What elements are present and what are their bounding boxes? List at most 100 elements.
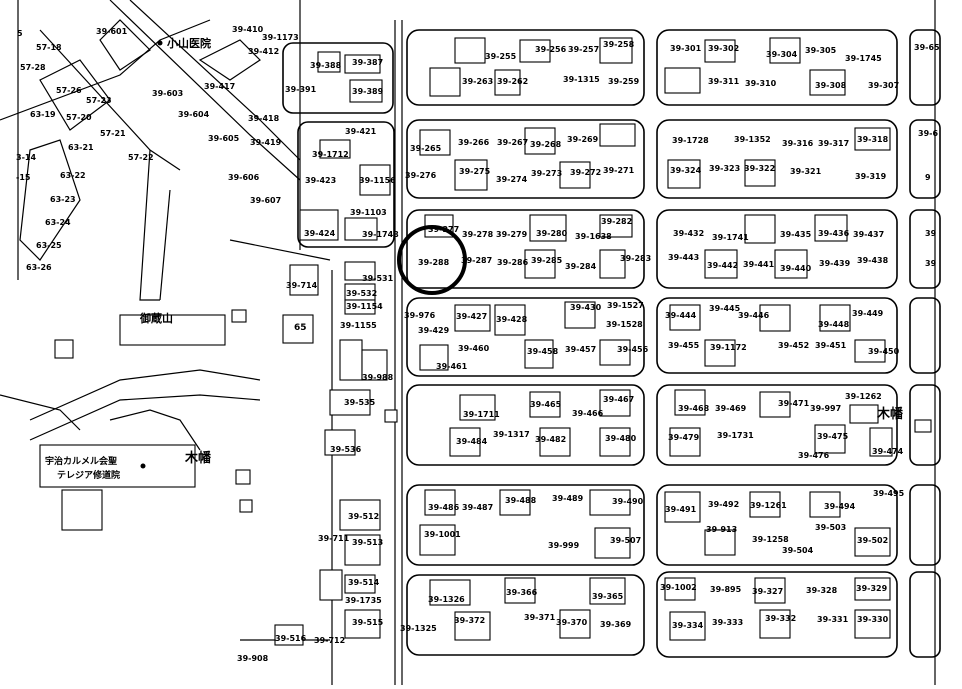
parcel-label: 39-278 — [462, 230, 494, 239]
parcel-label: 39-388 — [310, 61, 342, 70]
parcel-label: 39-333 — [712, 618, 743, 627]
parcel-label: 39-512 — [348, 512, 379, 521]
parcel-label: 39-1261 — [750, 501, 787, 510]
parcel-label: 39-322 — [744, 164, 775, 173]
parcel-label: 39-427 — [456, 312, 487, 321]
parcel-label: 39-274 — [496, 175, 528, 184]
parcel-label: 39-304 — [766, 50, 798, 59]
parcel-label: 39-507 — [610, 536, 641, 545]
parcel-label: 39-436 — [818, 229, 850, 238]
parcel-label: 39-605 — [208, 134, 240, 143]
parcel-label: 39-285 — [531, 256, 563, 265]
parcel-label: 57-18 — [36, 43, 62, 52]
parcel-label: 39-268 — [530, 140, 562, 149]
parcel-label: 39-277 — [428, 225, 459, 234]
parcel-label: 39-272 — [570, 168, 601, 177]
parcel-label: 63-26 — [26, 263, 52, 272]
parcel-label: 39-327 — [752, 587, 783, 596]
parcel-label: 39-456 — [617, 345, 649, 354]
parcel-label: 39-275 — [459, 167, 491, 176]
parcel-label: 39-419 — [250, 138, 282, 147]
parcel-label: 39-334 — [672, 621, 704, 630]
carmel-marker-icon — [140, 463, 146, 469]
parcel-label: 39-1262 — [845, 392, 882, 401]
parcel-label: 39-410 — [232, 25, 264, 34]
parcel-label: 39-1527 — [607, 301, 644, 310]
place-labels: 小山医院 御蔵山 木幡 木幡 宇治カルメル会聖 テレジア修道院 65 — [45, 36, 903, 481]
parcel-label: 39-451 — [815, 341, 847, 350]
parcel-label: 39-712 — [314, 636, 345, 645]
parcel-label: 39-1528 — [606, 320, 643, 329]
parcel-label: 57-23 — [86, 96, 112, 105]
parcel-label: 39-287 — [461, 256, 492, 265]
parcel-label: 39-606 — [228, 173, 260, 182]
parcel-label: 39-535 — [344, 398, 376, 407]
parcel-label: 39-503 — [815, 523, 846, 532]
parcel-label: 39-458 — [527, 347, 559, 356]
parcel-label: 39-465 — [530, 400, 562, 409]
parcel-label: 39-439 — [819, 259, 851, 268]
parcel-label: 39-908 — [237, 654, 269, 663]
highlight-circle[interactable] — [397, 225, 467, 295]
parcel-label: 39-441 — [743, 260, 775, 269]
parcel-label: 39-328 — [806, 586, 838, 595]
parcel-label: 39-482 — [535, 435, 566, 444]
parcel-label: 39-513 — [352, 538, 383, 547]
parcel-label: 39-6 — [918, 129, 938, 138]
parcel-label: 39-999 — [548, 541, 580, 550]
parcel-label: 39-423 — [305, 176, 336, 185]
parcel-label: 39-256 — [535, 45, 567, 54]
parcel-label: 39-330 — [857, 615, 889, 624]
parcel-label: 39-389 — [352, 87, 384, 96]
parcel-label: 39-452 — [778, 341, 809, 350]
parcel-label: 39-475 — [817, 432, 849, 441]
parcel-label: 39-269 — [567, 135, 599, 144]
parcel-label: 39-273 — [531, 169, 562, 178]
parcel-label: 39-371 — [524, 613, 556, 622]
right-blocks — [656, 29, 941, 658]
parcel-label: 39-457 — [565, 345, 596, 354]
parcel-label: 39-532 — [346, 289, 377, 298]
parcel-label: 39-504 — [782, 546, 814, 555]
parcel-label: 39-65 — [914, 43, 940, 52]
parcel-label: 39-714 — [286, 281, 318, 290]
parcel-label: 39-317 — [818, 139, 849, 148]
place-carmel-2: テレジア修道院 — [57, 469, 120, 481]
parcel-label: 39-442 — [707, 261, 738, 270]
parcel-label: 39-1317 — [493, 430, 530, 439]
parcel-label: 39-1741 — [712, 233, 749, 242]
place-kohata-right: 木幡 — [876, 406, 903, 422]
parcel-label: 39-502 — [857, 536, 888, 545]
parcel-label: 39-318 — [857, 135, 889, 144]
parcel-label: 39-1745 — [845, 54, 882, 63]
parcel-label: 39-494 — [824, 502, 856, 511]
parcel-label: 39-1352 — [734, 135, 771, 144]
parcel-label: 39-302 — [708, 44, 739, 53]
parcel-label: 39-476 — [798, 451, 830, 460]
parcel-label: 39-490 — [612, 497, 644, 506]
parcel-label: 39-988 — [362, 373, 394, 382]
left-lower-structures — [39, 261, 932, 646]
parcel-label: 39-1748 — [362, 230, 399, 239]
parcel-label: 39-263 — [462, 77, 493, 86]
parcel-label: 39-279 — [496, 230, 528, 239]
parcel-label: 39-469 — [715, 404, 747, 413]
parcel-label: 39-468 — [678, 404, 710, 413]
parcel-label: 39-486 — [428, 503, 460, 512]
parcel-label: 57-20 — [66, 113, 92, 122]
parcel-label: 39-280 — [536, 229, 568, 238]
parcel-label: 39-601 — [96, 27, 128, 36]
parcel-label: 63-22 — [60, 171, 86, 180]
parcel-label: 39-321 — [790, 167, 822, 176]
parcel-label: 39-445 — [709, 304, 741, 313]
parcel-label: 39-307 — [868, 81, 899, 90]
parcel-label: 39-412 — [248, 47, 279, 56]
parcel-label: 39-1315 — [563, 75, 600, 84]
parcel-labels: 5 57-18 57-28 57-26 57-23 63-19 57-20 57… — [16, 25, 940, 663]
parcel-label: 57-22 — [128, 153, 154, 162]
parcel-label: 39-1103 — [350, 208, 387, 217]
parcel-label: 39-603 — [152, 89, 183, 98]
parcel-label: 39-516 — [275, 634, 307, 643]
parcel-label: 39-711 — [318, 534, 350, 543]
